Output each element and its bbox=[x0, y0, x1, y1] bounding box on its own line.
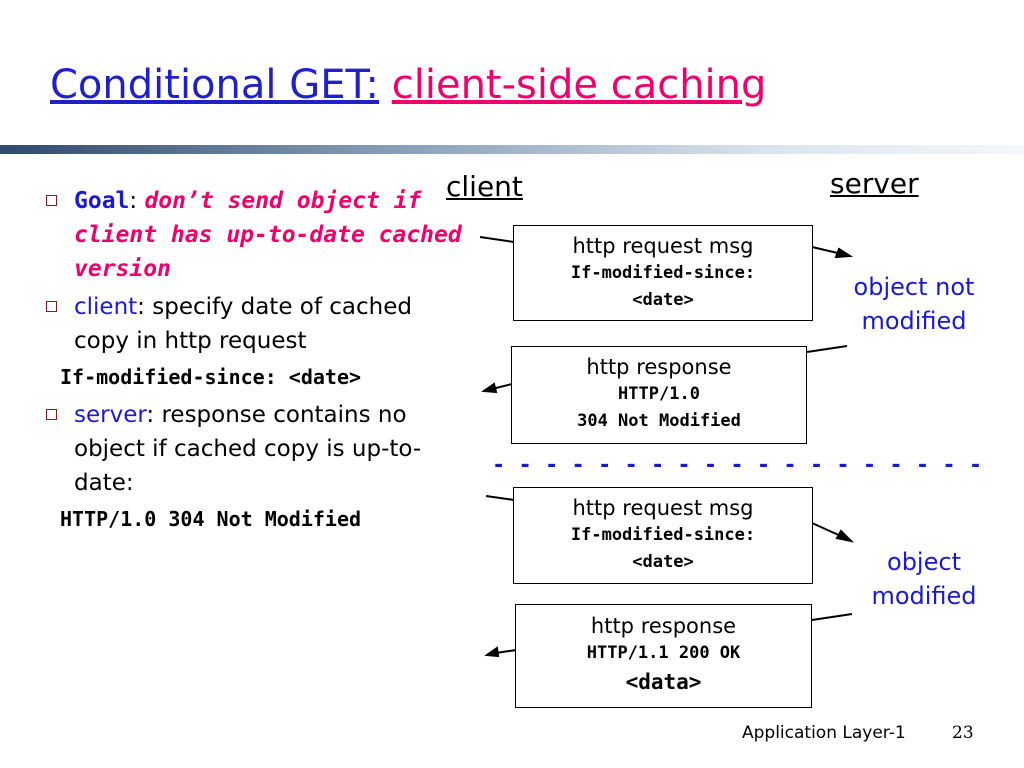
page-number: 23 bbox=[952, 723, 974, 743]
server-code: HTTP/1.0 304 Not Modified bbox=[60, 507, 362, 531]
response-ok-box: http response HTTP/1.1 200 OK <data> bbox=[515, 604, 812, 708]
bullet-goal: Goal: don’t send object if client has up… bbox=[40, 184, 470, 286]
response-status: HTTP/1.1 200 OK bbox=[586, 643, 741, 663]
request-header: If-modified-since: bbox=[570, 525, 756, 545]
bullet-box-icon bbox=[46, 195, 57, 206]
response-status: 304 Not Modified bbox=[577, 411, 741, 431]
bullet-list: Goal: don’t send object if client has up… bbox=[40, 184, 470, 540]
response-version: HTTP/1.0 bbox=[618, 384, 700, 404]
request-message-box: http request msg If-modified-since: <dat… bbox=[513, 225, 813, 321]
request-date: <date> bbox=[632, 552, 694, 572]
client-keyword: client bbox=[74, 294, 138, 320]
bullet-server: server: response contains no object if c… bbox=[40, 398, 470, 500]
request-line: http request msg bbox=[572, 234, 754, 258]
response-line: http response bbox=[586, 355, 732, 379]
note-object-modified: object modified bbox=[871, 548, 977, 610]
client-label: client bbox=[446, 170, 523, 203]
request-message-box: http request msg If-modified-since: <dat… bbox=[513, 487, 813, 584]
server-text: : response contains no object if cached … bbox=[74, 402, 422, 496]
server-keyword: server bbox=[74, 402, 147, 428]
scenario-divider: - - - - - - - - - - - - - - - - - - - bbox=[492, 453, 983, 478]
title-part-client-side-caching: client-side caching bbox=[391, 62, 767, 108]
bullet-box-icon bbox=[46, 301, 57, 312]
title-part-conditional-get: Conditional GET: bbox=[50, 62, 380, 108]
client-text: : specify date of cached copy in http re… bbox=[74, 294, 412, 354]
title-divider-band bbox=[0, 145, 1024, 154]
bullet-box-icon bbox=[46, 409, 57, 420]
slide-title: Conditional GET: client-side caching bbox=[50, 62, 766, 108]
response-not-modified-box: http response HTTP/1.0 304 Not Modified bbox=[511, 346, 807, 444]
response-data: <data> bbox=[625, 670, 702, 694]
goal-text: don’t send object if client has up-to-da… bbox=[74, 188, 462, 282]
client-code: If-modified-since: <date> bbox=[60, 365, 362, 389]
bullet-client: client: specify date of cached copy in h… bbox=[40, 290, 470, 358]
goal-label: Goal bbox=[74, 188, 130, 214]
response-line: http response bbox=[590, 614, 737, 638]
footer-section: Application Layer-1 bbox=[742, 723, 906, 743]
request-date: <date> bbox=[632, 290, 694, 310]
server-label: server bbox=[830, 167, 919, 200]
goal-colon: : bbox=[129, 188, 138, 214]
note-object-not-modified: object not modified bbox=[853, 273, 975, 335]
request-line: http request msg bbox=[572, 496, 754, 520]
request-header: If-modified-since: bbox=[570, 263, 756, 283]
